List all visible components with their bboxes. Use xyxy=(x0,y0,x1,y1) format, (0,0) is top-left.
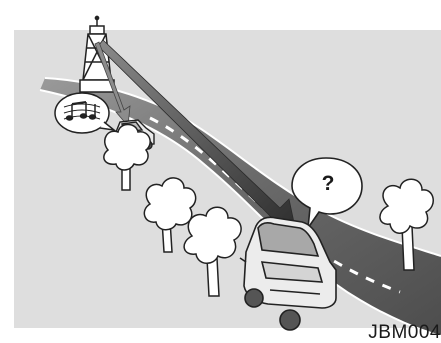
question-mark: ? xyxy=(316,172,340,196)
figure-code: JBM004 xyxy=(368,323,441,343)
